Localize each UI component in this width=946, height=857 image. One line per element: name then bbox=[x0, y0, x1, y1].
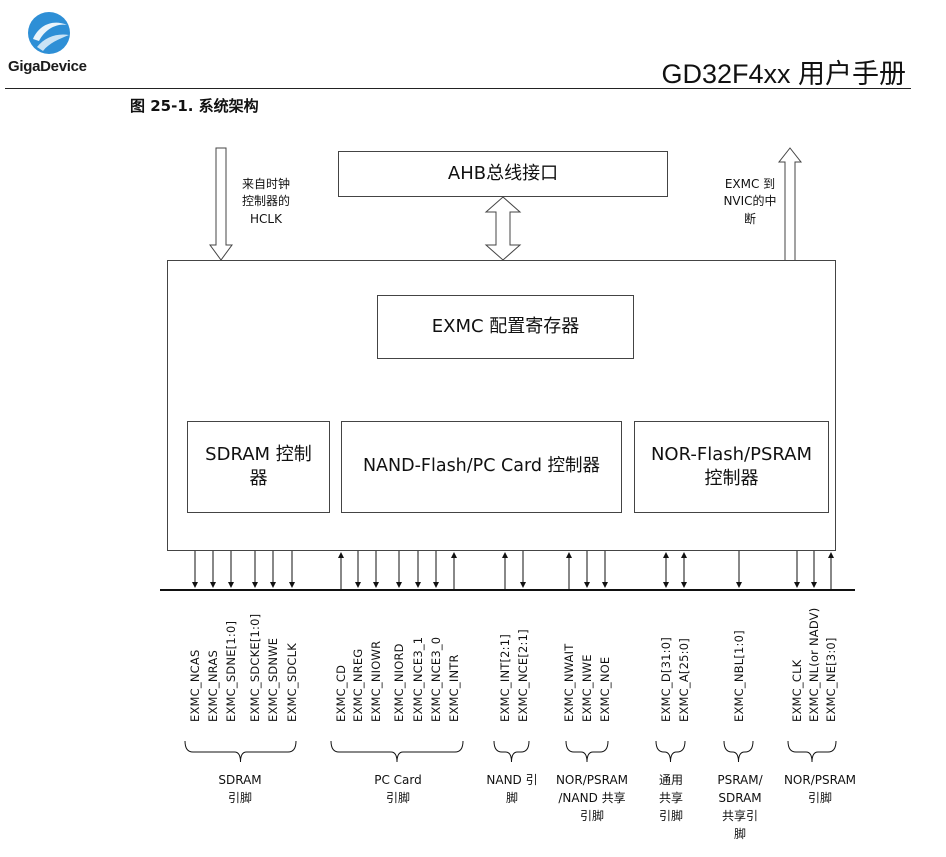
logo-text: GigaDevice bbox=[8, 58, 87, 75]
pin-label: EXMC_NE[3:0] bbox=[824, 637, 838, 722]
pin-group-label: SDRAM 引脚 bbox=[195, 771, 285, 807]
group-brace bbox=[565, 740, 609, 763]
hclk-note: 来自时钟 控制器的 HCLK bbox=[230, 176, 302, 228]
pin-label: EXMC_NCE3_0 bbox=[429, 636, 443, 722]
pin-label: EXMC_NL(or NADV) bbox=[807, 607, 821, 722]
pin-arrows bbox=[192, 551, 834, 589]
nvic-note-line-1: EXMC 到 bbox=[724, 177, 776, 191]
nvic-note-line-3: 断 bbox=[743, 211, 756, 226]
nvic-output-arrow bbox=[777, 147, 803, 263]
pin-group-label: PSRAM/SDRAM 共享引脚 bbox=[710, 771, 770, 843]
ahb-bidirectional-arrow bbox=[484, 196, 522, 261]
pin-group-label-line: 引脚 bbox=[227, 791, 252, 805]
group-brace bbox=[787, 740, 837, 763]
nvic-note: EXMC 到 NVIC的中 断 bbox=[712, 176, 788, 228]
pin-label: EXMC_D[31:0] bbox=[659, 637, 673, 722]
pin-group-label-line: 引脚 bbox=[658, 809, 683, 823]
pin-group-label-line: SDRAM bbox=[718, 791, 762, 805]
pin-label: EXMC_NCAS bbox=[188, 649, 202, 722]
hclk-note-line-3: HCLK bbox=[250, 211, 282, 226]
sdram-controller-box: SDRAM 控制 器 bbox=[187, 421, 330, 513]
pin-group-label-line: 脚 bbox=[733, 827, 746, 841]
pin-group-label: NOR/PSRAM 引脚 bbox=[775, 771, 865, 807]
pin-label: EXMC_NOE bbox=[598, 656, 612, 722]
pin-group-label-line: /NAND 共享 bbox=[558, 791, 626, 805]
pin-label: EXMC_SDCKE[1:0] bbox=[248, 613, 262, 722]
nor-psram-controller-line-2: 控制器 bbox=[704, 468, 759, 489]
pin-label: EXMC_NRAS bbox=[206, 650, 220, 722]
nor-psram-controller-line-1: NOR-Flash/PSRAM bbox=[650, 443, 813, 465]
group-braces bbox=[184, 740, 837, 763]
sdram-controller-line-1: SDRAM 控制 bbox=[205, 443, 312, 465]
sdram-controller-line-2: 器 bbox=[249, 468, 268, 489]
hclk-note-line-1: 来自时钟 bbox=[241, 177, 290, 191]
pin-label: EXMC_INT[2:1] bbox=[498, 634, 512, 722]
pin-group-label-line: SDRAM bbox=[218, 773, 262, 787]
pin-label: EXMC_SDNE[1:0] bbox=[224, 620, 238, 722]
pin-group-label-line: PSRAM/ bbox=[717, 773, 763, 787]
pin-group-label-line: 引脚 bbox=[579, 809, 604, 823]
exmc-config-register-box: EXMC 配置寄存器 bbox=[377, 295, 634, 359]
pin-label: EXMC_NCE3_1 bbox=[411, 636, 425, 722]
pin-label: EXMC_NREG bbox=[351, 648, 365, 722]
group-brace bbox=[330, 740, 464, 763]
pin-label: EXMC_SDNWE bbox=[266, 637, 280, 722]
pin-group-label-line: PC Card bbox=[374, 773, 422, 787]
group-brace bbox=[723, 740, 754, 763]
pin-group-label-line: NOR/PSRAM bbox=[783, 773, 857, 787]
pin-group-label-line: 通用 bbox=[658, 773, 683, 787]
ahb-interface-box: AHB总线接口 bbox=[338, 151, 668, 197]
nand-pc-card-controller-label: NAND-Flash/PC Card 控制器 bbox=[362, 456, 601, 477]
hclk-input-arrow bbox=[209, 147, 233, 261]
header-divider bbox=[5, 88, 911, 89]
pin-group-label-line: 引脚 bbox=[807, 791, 832, 805]
page-header: GigaDevice GD32F4xx 用户手册 bbox=[0, 0, 946, 92]
pin-group-label-line: 共享 bbox=[658, 791, 683, 805]
pin-label: EXMC_CLK bbox=[790, 659, 804, 722]
pin-label: EXMC_CD bbox=[334, 664, 348, 722]
nand-pc-card-controller-box: NAND-Flash/PC Card 控制器 bbox=[341, 421, 622, 513]
pin-group-label-line: NOR/PSRAM bbox=[555, 773, 629, 787]
pin-group-label-line: 引脚 bbox=[385, 791, 410, 805]
pin-group-label: NOR/PSRAM/NAND 共享引脚 bbox=[547, 771, 637, 825]
hclk-note-line-2: 控制器的 bbox=[241, 194, 290, 209]
pin-group-label-line: 共享引 bbox=[721, 809, 758, 823]
group-brace bbox=[655, 740, 686, 763]
group-brace bbox=[493, 740, 530, 763]
pin-label: EXMC_INTR bbox=[447, 654, 461, 722]
pin-label: EXMC_NWAIT bbox=[562, 643, 576, 722]
pin-label: EXMC_A[25:0] bbox=[677, 638, 691, 722]
gigadevice-logo-icon bbox=[28, 12, 70, 54]
document-title: GD32F4xx 用户手册 bbox=[661, 59, 906, 89]
pin-group-label: NAND 引脚 bbox=[482, 771, 542, 807]
nor-psram-controller-box: NOR-Flash/PSRAM 控制器 bbox=[634, 421, 829, 513]
pin-label: EXMC_NCE[2:1] bbox=[516, 629, 530, 722]
pin-group-label-line: 脚 bbox=[505, 791, 518, 805]
pin-label: EXMC_SDCLK bbox=[285, 643, 299, 722]
pin-label: EXMC_NIORD bbox=[392, 643, 406, 722]
pin-label: EXMC_NBL[1:0] bbox=[732, 630, 746, 722]
pin-label: EXMC_NWE bbox=[580, 654, 594, 722]
pin-group-label: PC Card 引脚 bbox=[353, 771, 443, 807]
nvic-note-line-2: NVIC的中 bbox=[723, 194, 777, 209]
config-register-label: EXMC 配置寄存器 bbox=[431, 315, 580, 337]
pin-group-label: 通用共享引脚 bbox=[646, 771, 696, 825]
pin-label: EXMC_NIOWR bbox=[369, 640, 383, 722]
group-brace bbox=[184, 740, 297, 763]
pin-group-label-line: NAND 引 bbox=[486, 773, 538, 787]
ahb-interface-label: AHB总线接口 bbox=[447, 162, 559, 184]
figure-caption: 图 25-1. 系统架构 bbox=[130, 97, 259, 115]
